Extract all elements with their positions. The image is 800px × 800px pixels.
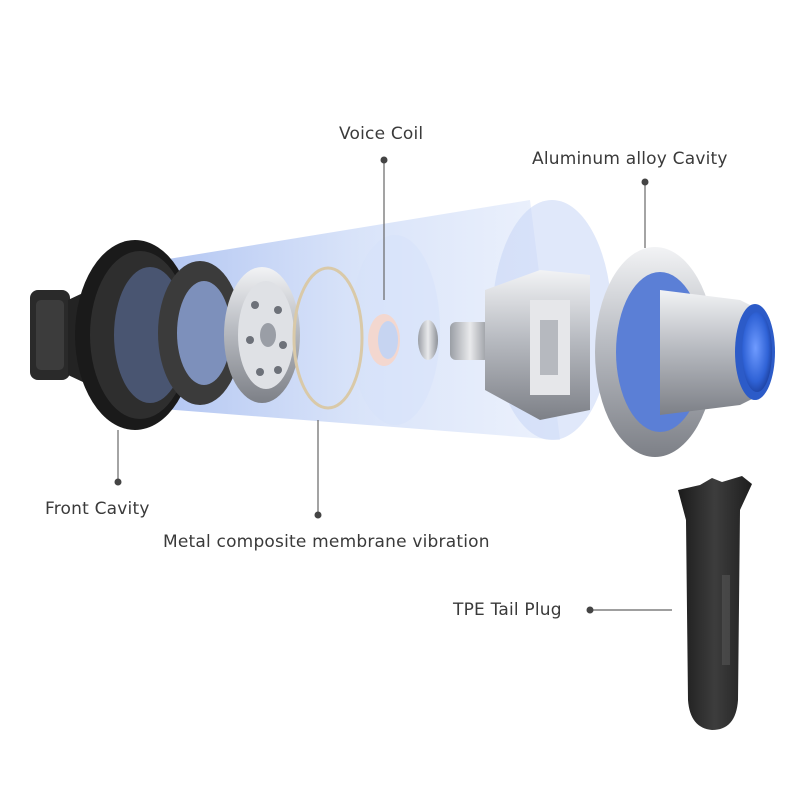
tail-plug-label: TPE Tail Plug — [453, 600, 562, 620]
front-cavity-label: Front Cavity — [45, 499, 150, 519]
leader-voice-coil — [380, 156, 388, 300]
diaphragm-plate — [224, 267, 300, 403]
leader-front-cavity — [114, 430, 122, 486]
leader-membrane — [314, 420, 322, 519]
leader-tail-plug — [586, 606, 672, 614]
membrane-label: Metal composite membrane vibration — [163, 532, 490, 552]
magnet-disc — [418, 320, 438, 360]
gasket-ring — [158, 261, 242, 405]
leader-aluminum-cavity — [641, 178, 649, 248]
front-cavity-part — [30, 240, 195, 430]
voice-coil-label: Voice Coil — [339, 124, 424, 144]
membrane-ring — [292, 266, 364, 410]
voice-coil-part — [368, 314, 400, 366]
tpe-tail-plug-part — [678, 476, 752, 730]
aluminum-cavity-part — [595, 247, 775, 457]
rear-housing-part — [450, 270, 590, 420]
aluminum-cavity-label: Aluminum alloy Cavity — [532, 149, 728, 169]
